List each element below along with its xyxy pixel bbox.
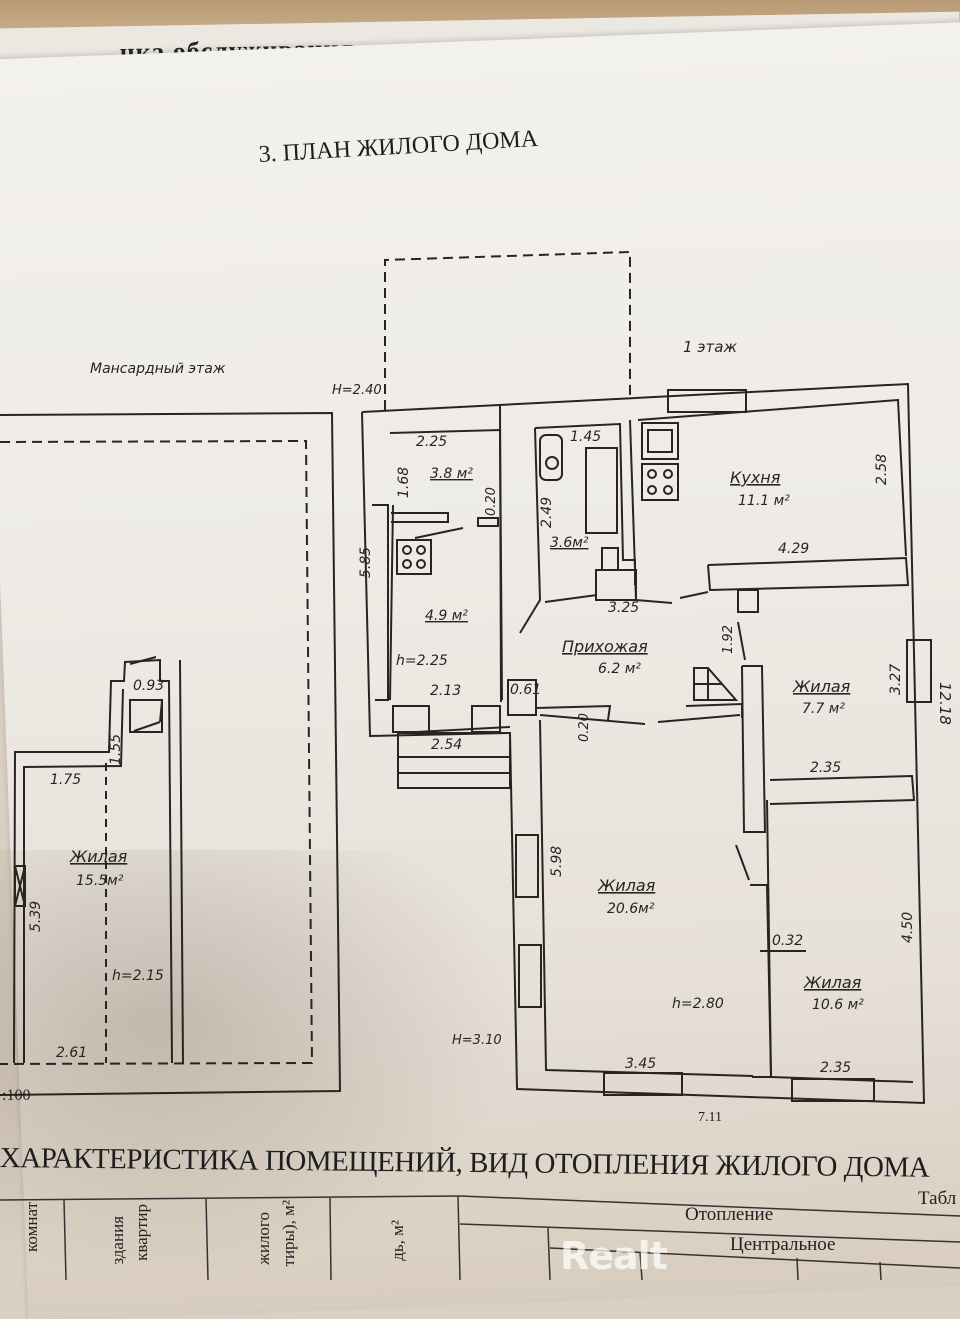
attic-stair-width: 0.93 (133, 678, 164, 694)
storage-width: 2.25 (416, 434, 447, 450)
kitchen-name: Кухня (730, 468, 781, 487)
attic-outline (0, 411, 342, 1096)
table-heating-type: Центральное (730, 1234, 836, 1255)
table-col-area: дь, м² (388, 1220, 407, 1261)
main-height: H=3.10 (452, 1033, 502, 1048)
hallway-door-wall: 0.61 (510, 682, 541, 698)
storage-area: 3.8 м² (430, 466, 473, 482)
kitchen-width: 4.29 (778, 541, 809, 557)
hallway-depth: 1.92 (721, 625, 736, 654)
annex-outer-length: 5.85 (358, 547, 374, 578)
table-grid (0, 1195, 960, 1280)
table-col-living-b: тиры), м² (279, 1200, 298, 1267)
living-small-depth: 3.27 (888, 664, 904, 695)
table-label: Табл (918, 1188, 957, 1209)
attic-top-width: 1.75 (50, 772, 81, 788)
attic-room-height: h=2.15 (112, 968, 164, 984)
living-small-width: 2.35 (810, 760, 841, 776)
kitchen-depth: 2.58 (874, 454, 890, 485)
bathroom-length: 2.49 (539, 497, 555, 528)
overall-length: 12.18 (936, 682, 954, 725)
hallway-area: 6.2 м² (598, 661, 641, 677)
living-large-name: Жилая (597, 876, 656, 895)
rooms-table-header: комнат здания квартир жилого тиры), м² д… (0, 1186, 960, 1280)
first-floor-label: 1 этаж (683, 338, 737, 356)
partition-width: 0.32 (772, 933, 803, 949)
living-large-area: 20.6м² (607, 901, 655, 917)
living-large-width: 3.45 (625, 1056, 656, 1072)
table-col-living-a: жилого (254, 1212, 273, 1265)
attic-length: 5.39 (28, 901, 44, 932)
table-col-building-a: здания (108, 1216, 127, 1265)
living-right-length: 4.50 (900, 912, 916, 943)
attic-stair-length: 1.55 (108, 734, 124, 765)
annex-height: H=2.40 (332, 383, 382, 398)
attic-room-name: Жилая (69, 847, 128, 866)
overall-width: 7.11 (698, 1110, 722, 1125)
living-large-height: h=2.80 (672, 996, 724, 1012)
hallway-wall: 0.20 (577, 713, 592, 742)
living-large-length: 5.98 (549, 846, 565, 877)
attic-floor-label: Мансардный этаж (90, 361, 226, 377)
living-right-width: 2.35 (820, 1060, 851, 1076)
kitchen-area: 11.1 м² (738, 493, 790, 509)
living-small-name: Жилая (792, 677, 851, 696)
realt-watermark-logo: Realt (560, 1234, 668, 1278)
annex-kitchen-area: 4.9 м² (425, 608, 468, 624)
hallway-width: 3.25 (608, 600, 639, 616)
first-floor-outline (361, 250, 932, 1105)
bathroom-width: 1.45 (570, 429, 601, 445)
annex-kitchen-width: 2.13 (430, 683, 461, 699)
floor-plan: Мансардный этаж 0.93 1.55 1.75 Жилая 15.… (0, 250, 954, 1125)
annex-kitchen-height: h=2.25 (396, 653, 448, 669)
living-right-name: Жилая (803, 973, 862, 992)
table-col-building-b: квартир (132, 1204, 151, 1261)
bathroom-area: 3.6м² (550, 535, 589, 551)
storage-depth: 1.68 (396, 467, 412, 498)
scale-label: :100 (2, 1087, 30, 1104)
table-heating-header: Отопление (685, 1204, 774, 1225)
living-small-area: 7.7 м² (802, 701, 845, 717)
table-col-rooms: комнат (22, 1202, 41, 1252)
storage-wall: 0.20 (484, 487, 499, 516)
hallway-name: Прихожая (562, 637, 648, 656)
living-right-area: 10.6 м² (812, 997, 864, 1013)
porch-width: 2.54 (431, 737, 462, 753)
attic-bottom-width: 2.61 (56, 1045, 87, 1061)
attic-room-area: 15.5м² (76, 873, 124, 889)
